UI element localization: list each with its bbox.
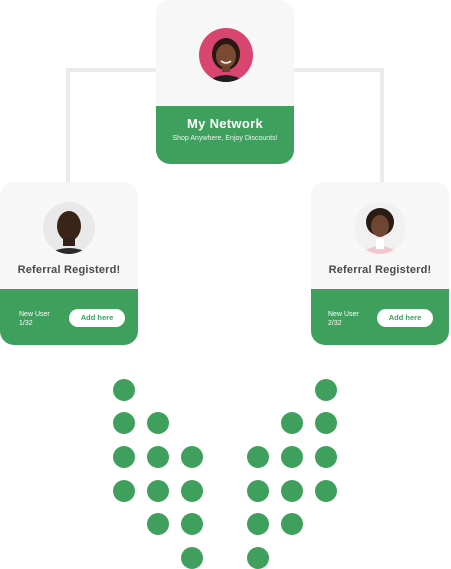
network-card-footer xyxy=(156,106,294,164)
referral-avatar xyxy=(43,202,95,254)
dot xyxy=(113,480,135,502)
dot xyxy=(315,480,337,502)
dot xyxy=(315,379,337,401)
dot xyxy=(181,547,203,569)
referral-card-right: Referral Registerd! New User 2/32 Add he… xyxy=(311,182,449,345)
dot xyxy=(181,513,203,535)
network-card: My Network Shop Anywhere, Enjoy Discount… xyxy=(156,0,294,164)
dot xyxy=(315,446,337,468)
dot xyxy=(181,480,203,502)
dot xyxy=(147,480,169,502)
user-avatar xyxy=(199,28,253,82)
dot xyxy=(113,446,135,468)
dot xyxy=(247,480,269,502)
connector-right-vertical xyxy=(380,68,384,184)
new-user-count: 1/32 xyxy=(19,320,33,327)
dot xyxy=(147,446,169,468)
dot xyxy=(147,513,169,535)
dot xyxy=(281,412,303,434)
new-user-label: New User 2/32 xyxy=(328,310,359,328)
connector-top-left xyxy=(66,68,158,72)
dot xyxy=(113,379,135,401)
network-subtitle: Shop Anywhere, Enjoy Discounts! xyxy=(172,135,278,142)
referral-title: Referral Registerd! xyxy=(17,264,121,276)
new-user-label: New User 1/32 xyxy=(19,310,50,328)
dot xyxy=(113,412,135,434)
referral-avatar xyxy=(354,202,406,254)
referral-card-left: Referral Registerd! New User 1/32 Add he… xyxy=(0,182,138,345)
dot xyxy=(247,547,269,569)
dot xyxy=(247,446,269,468)
new-user-text: New User xyxy=(328,311,359,318)
dot xyxy=(281,446,303,468)
network-title: My Network xyxy=(187,116,263,131)
new-user-text: New User xyxy=(19,311,50,318)
referral-title: Referral Registerd! xyxy=(328,264,432,276)
new-user-count: 2/32 xyxy=(328,320,342,327)
connector-left-vertical xyxy=(66,68,70,184)
add-here-button[interactable]: Add here xyxy=(69,309,125,327)
dot xyxy=(247,513,269,535)
add-here-button[interactable]: Add here xyxy=(377,309,433,327)
dot xyxy=(281,480,303,502)
dot xyxy=(281,513,303,535)
connector-top-right xyxy=(292,68,384,72)
dot xyxy=(147,412,169,434)
dot xyxy=(181,446,203,468)
dot xyxy=(315,412,337,434)
